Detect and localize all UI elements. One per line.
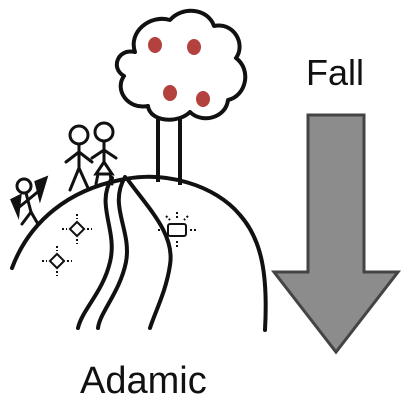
fall-arrow xyxy=(270,113,402,355)
gem xyxy=(62,214,92,244)
fall-label: Fall xyxy=(306,52,365,93)
fruit xyxy=(187,39,201,55)
fruit xyxy=(148,37,162,53)
hill-path-left xyxy=(76,176,114,330)
adamic-label: Adamic xyxy=(80,360,207,402)
hill xyxy=(10,175,268,332)
tree-canopy xyxy=(114,9,248,122)
stick-figure-fleeing xyxy=(10,175,49,226)
fruit xyxy=(196,91,210,107)
stick-figure xyxy=(64,124,94,192)
gem xyxy=(158,212,196,248)
gem xyxy=(42,246,72,276)
fruit xyxy=(163,85,177,101)
hill-path-far-right xyxy=(126,178,173,330)
hill-path-right xyxy=(96,175,129,330)
stick-figure xyxy=(90,121,118,186)
